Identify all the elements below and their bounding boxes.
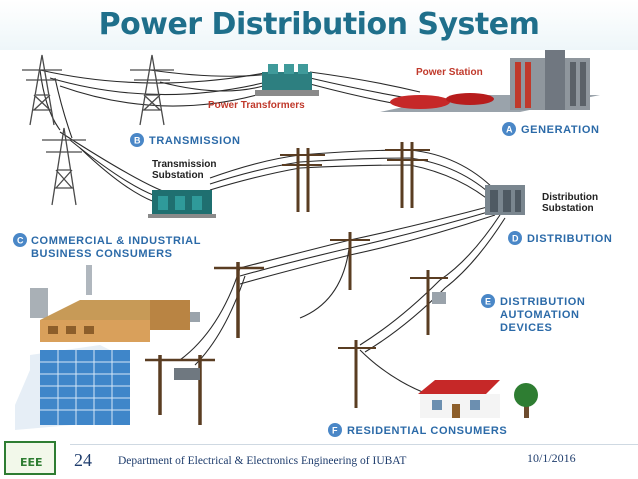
distribution-pole [214, 262, 264, 338]
distribution-pole [410, 270, 448, 335]
svg-text:DEVICES: DEVICES [500, 322, 553, 334]
power-station-label: Power Station [416, 67, 483, 78]
power-transformers [255, 64, 319, 96]
stage-a-generation: A GENERATION [502, 122, 600, 136]
page-number: 24 [74, 450, 92, 470]
transmission-pole [385, 142, 430, 208]
logo-text: EEE [20, 456, 43, 469]
svg-text:E: E [485, 297, 491, 307]
stage-d-distribution: D DISTRIBUTION [508, 231, 612, 245]
svg-text:B: B [134, 136, 141, 146]
distribution-pole [145, 355, 215, 425]
svg-text:AUTOMATION: AUTOMATION [500, 309, 580, 321]
power-distribution-diagram: Power Transformers Power Station Transmi… [13, 50, 612, 437]
distribution-substation-label-line2: Substation [542, 203, 594, 214]
svg-text:BUSINESS CONSUMERS: BUSINESS CONSUMERS [31, 248, 173, 260]
transmission-substation [148, 190, 216, 218]
transmission-substation-label-line2: Substation [152, 170, 204, 181]
transmission-wires [39, 69, 506, 396]
power-transformers-label: Power Transformers [208, 100, 305, 111]
distribution-pole [338, 340, 376, 408]
power-station [380, 50, 600, 112]
svg-text:A: A [506, 125, 513, 135]
transmission-pole [280, 148, 325, 212]
stage-e-distribution-automation: E DISTRIBUTION AUTOMATION DEVICES [481, 294, 585, 334]
residential-house [418, 380, 500, 418]
svg-text:TRANSMISSION: TRANSMISSION [149, 135, 241, 147]
transmission-tower [22, 54, 62, 126]
svg-text:D: D [512, 234, 519, 244]
svg-text:F: F [332, 426, 338, 436]
stage-b-transmission: B TRANSMISSION [130, 133, 241, 147]
distribution-substation-label-line1: Distribution [542, 192, 598, 203]
svg-text:DISTRIBUTION: DISTRIBUTION [527, 233, 612, 245]
industrial-building [30, 265, 190, 342]
eee-logo: EEE [4, 441, 56, 475]
distribution-pole [330, 232, 370, 290]
svg-text:RESIDENTIAL CONSUMERS: RESIDENTIAL CONSUMERS [347, 425, 507, 437]
transmission-tower [42, 127, 86, 206]
transmission-tower [130, 54, 174, 126]
stage-c-commercial-industrial: C COMMERCIAL & INDUSTRIAL BUSINESS CONSU… [13, 233, 201, 260]
stage-f-residential-consumers: F RESIDENTIAL CONSUMERS [328, 423, 507, 437]
title-band [0, 0, 638, 50]
svg-text:COMMERCIAL & INDUSTRIAL: COMMERCIAL & INDUSTRIAL [31, 235, 201, 247]
office-building [15, 345, 130, 430]
svg-text:DISTRIBUTION: DISTRIBUTION [500, 296, 585, 308]
footer-divider [70, 444, 638, 445]
svg-text:GENERATION: GENERATION [521, 124, 600, 136]
transmission-substation-label-line1: Transmission [152, 159, 216, 170]
automation-device [174, 292, 446, 380]
slide-date: 10/1/2016 [527, 451, 576, 465]
svg-text:C: C [17, 236, 24, 246]
slide-footer [0, 444, 638, 479]
tree [514, 383, 538, 418]
slide-title: Power Distribution System [98, 7, 540, 42]
department-name: Department of Electrical & Electronics E… [118, 455, 407, 467]
distribution-substation [485, 185, 525, 215]
